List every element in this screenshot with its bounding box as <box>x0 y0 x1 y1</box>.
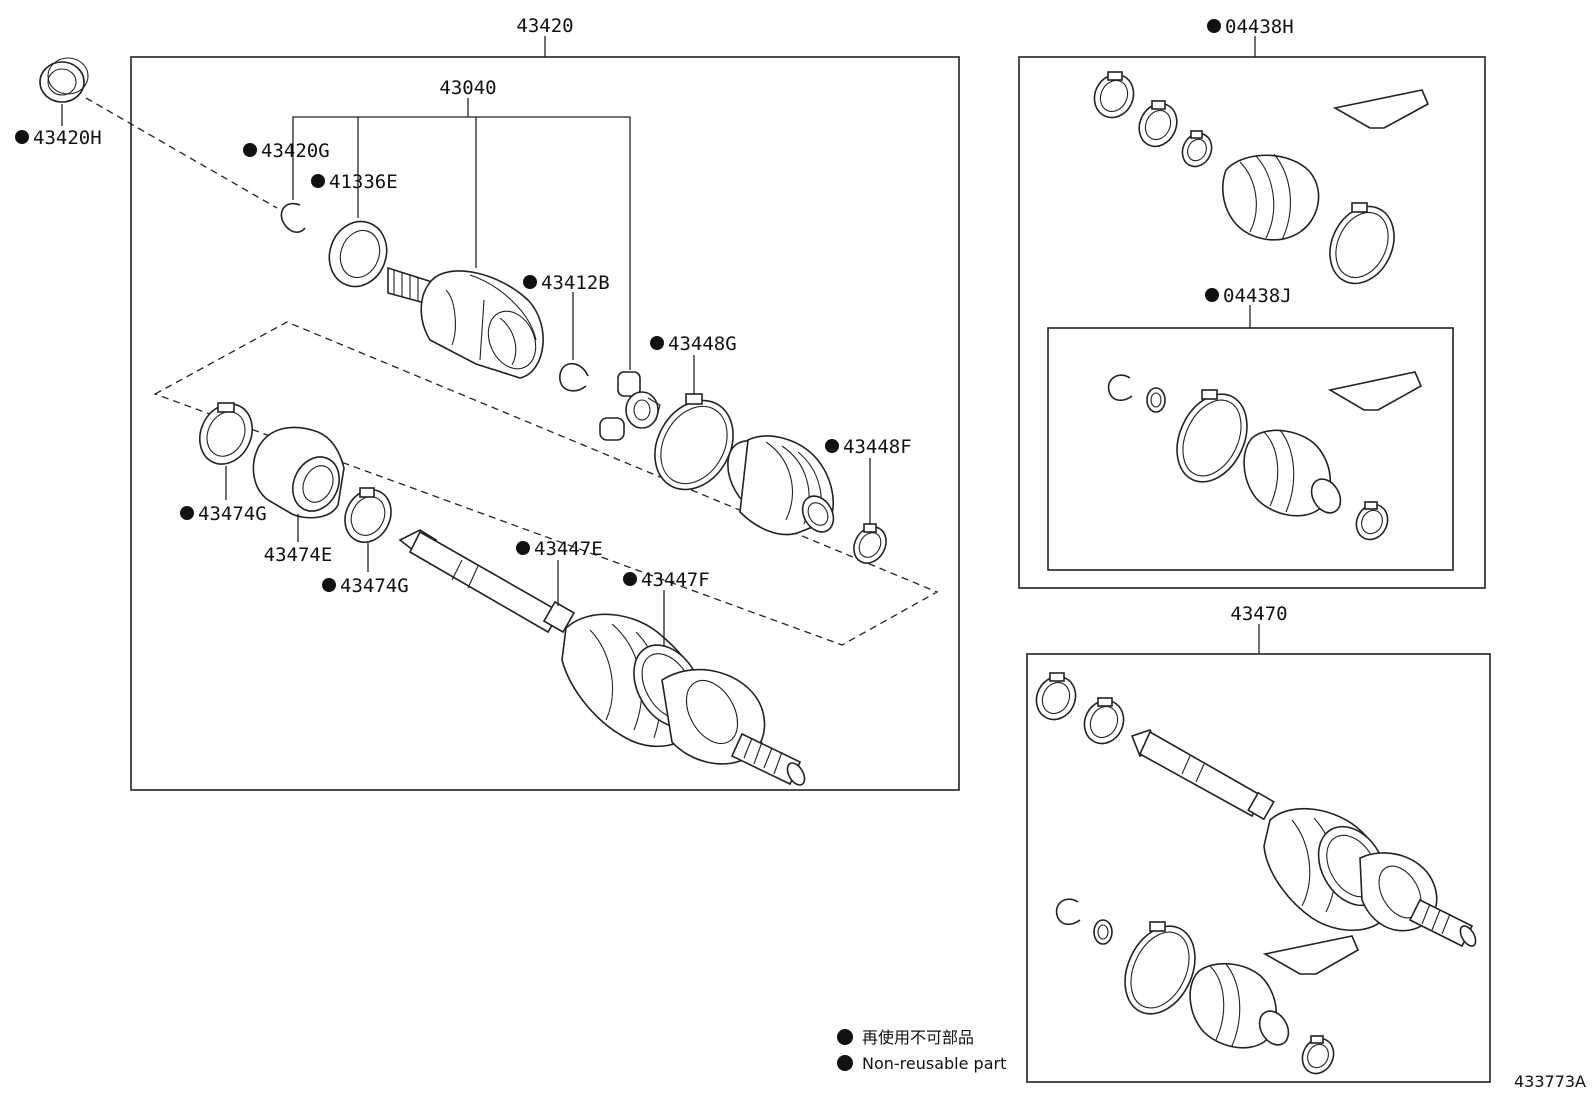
inboard-boot <box>727 435 835 536</box>
nonreusable-dot <box>322 578 336 592</box>
label-43474G-a: 43474G <box>198 503 267 525</box>
tripod-spider <box>599 371 661 441</box>
clamp-43474G-a <box>199 402 253 465</box>
nonreusable-dot <box>311 174 325 188</box>
snap-ring-43420G <box>280 202 306 233</box>
nonreusable-dot <box>623 572 637 586</box>
label-43420G: 43420G <box>261 140 330 162</box>
label-43474E: 43474E <box>264 544 333 566</box>
damper-43474E <box>252 426 345 519</box>
label-43447F: 43447F <box>641 569 710 591</box>
label-43420H: 43420H <box>33 127 102 149</box>
legend-dot-jp <box>837 1029 853 1045</box>
nonreusable-dot <box>1207 19 1221 33</box>
nonreusable-dot <box>243 143 257 157</box>
inboard-joint-43040 <box>387 266 544 379</box>
label-43412B: 43412B <box>541 272 610 294</box>
boot-kit-04438H-box <box>1018 56 1486 589</box>
nonreusable-dot <box>1205 288 1219 302</box>
label-43420: 43420 <box>516 15 573 37</box>
legend-en: Non-reusable part <box>862 1054 1006 1073</box>
label-04438J: 04438J <box>1223 285 1292 307</box>
nonreusable-dot <box>825 439 839 453</box>
label-43447E: 43447E <box>534 538 603 560</box>
nonreusable-dot <box>516 541 530 555</box>
seal-43420H <box>39 57 89 103</box>
assembly-43420-box <box>130 56 960 791</box>
kit-04438H-parts <box>1093 71 1430 285</box>
diagram-code: 433773A <box>1514 1072 1586 1091</box>
nonreusable-dot <box>650 336 664 350</box>
boot-clamp-set-outline <box>153 321 939 646</box>
drive-shaft-43420 <box>398 529 806 786</box>
nonreusable-dot <box>15 130 29 144</box>
label-43448G: 43448G <box>668 333 737 355</box>
snap-ring-43412B <box>559 362 589 392</box>
label-43470: 43470 <box>1230 603 1287 625</box>
nonreusable-dot <box>180 506 194 520</box>
legend-dot-en <box>837 1055 853 1071</box>
label-43448F: 43448F <box>843 436 912 458</box>
clamp-43448F <box>853 523 887 564</box>
label-41336E: 41336E <box>329 171 398 193</box>
label-43474G-b: 43474G <box>340 575 409 597</box>
nonreusable-dot <box>523 275 537 289</box>
label-04438H: 04438H <box>1225 16 1294 38</box>
clamp-43474G-b <box>344 487 392 543</box>
kit-04438J-parts <box>1107 371 1423 541</box>
seal-41336E <box>328 220 388 288</box>
assembly-43470-parts <box>1035 672 1477 1075</box>
label-43040: 43040 <box>439 77 496 99</box>
legend-jp: 再使用不可部品 <box>862 1028 974 1047</box>
